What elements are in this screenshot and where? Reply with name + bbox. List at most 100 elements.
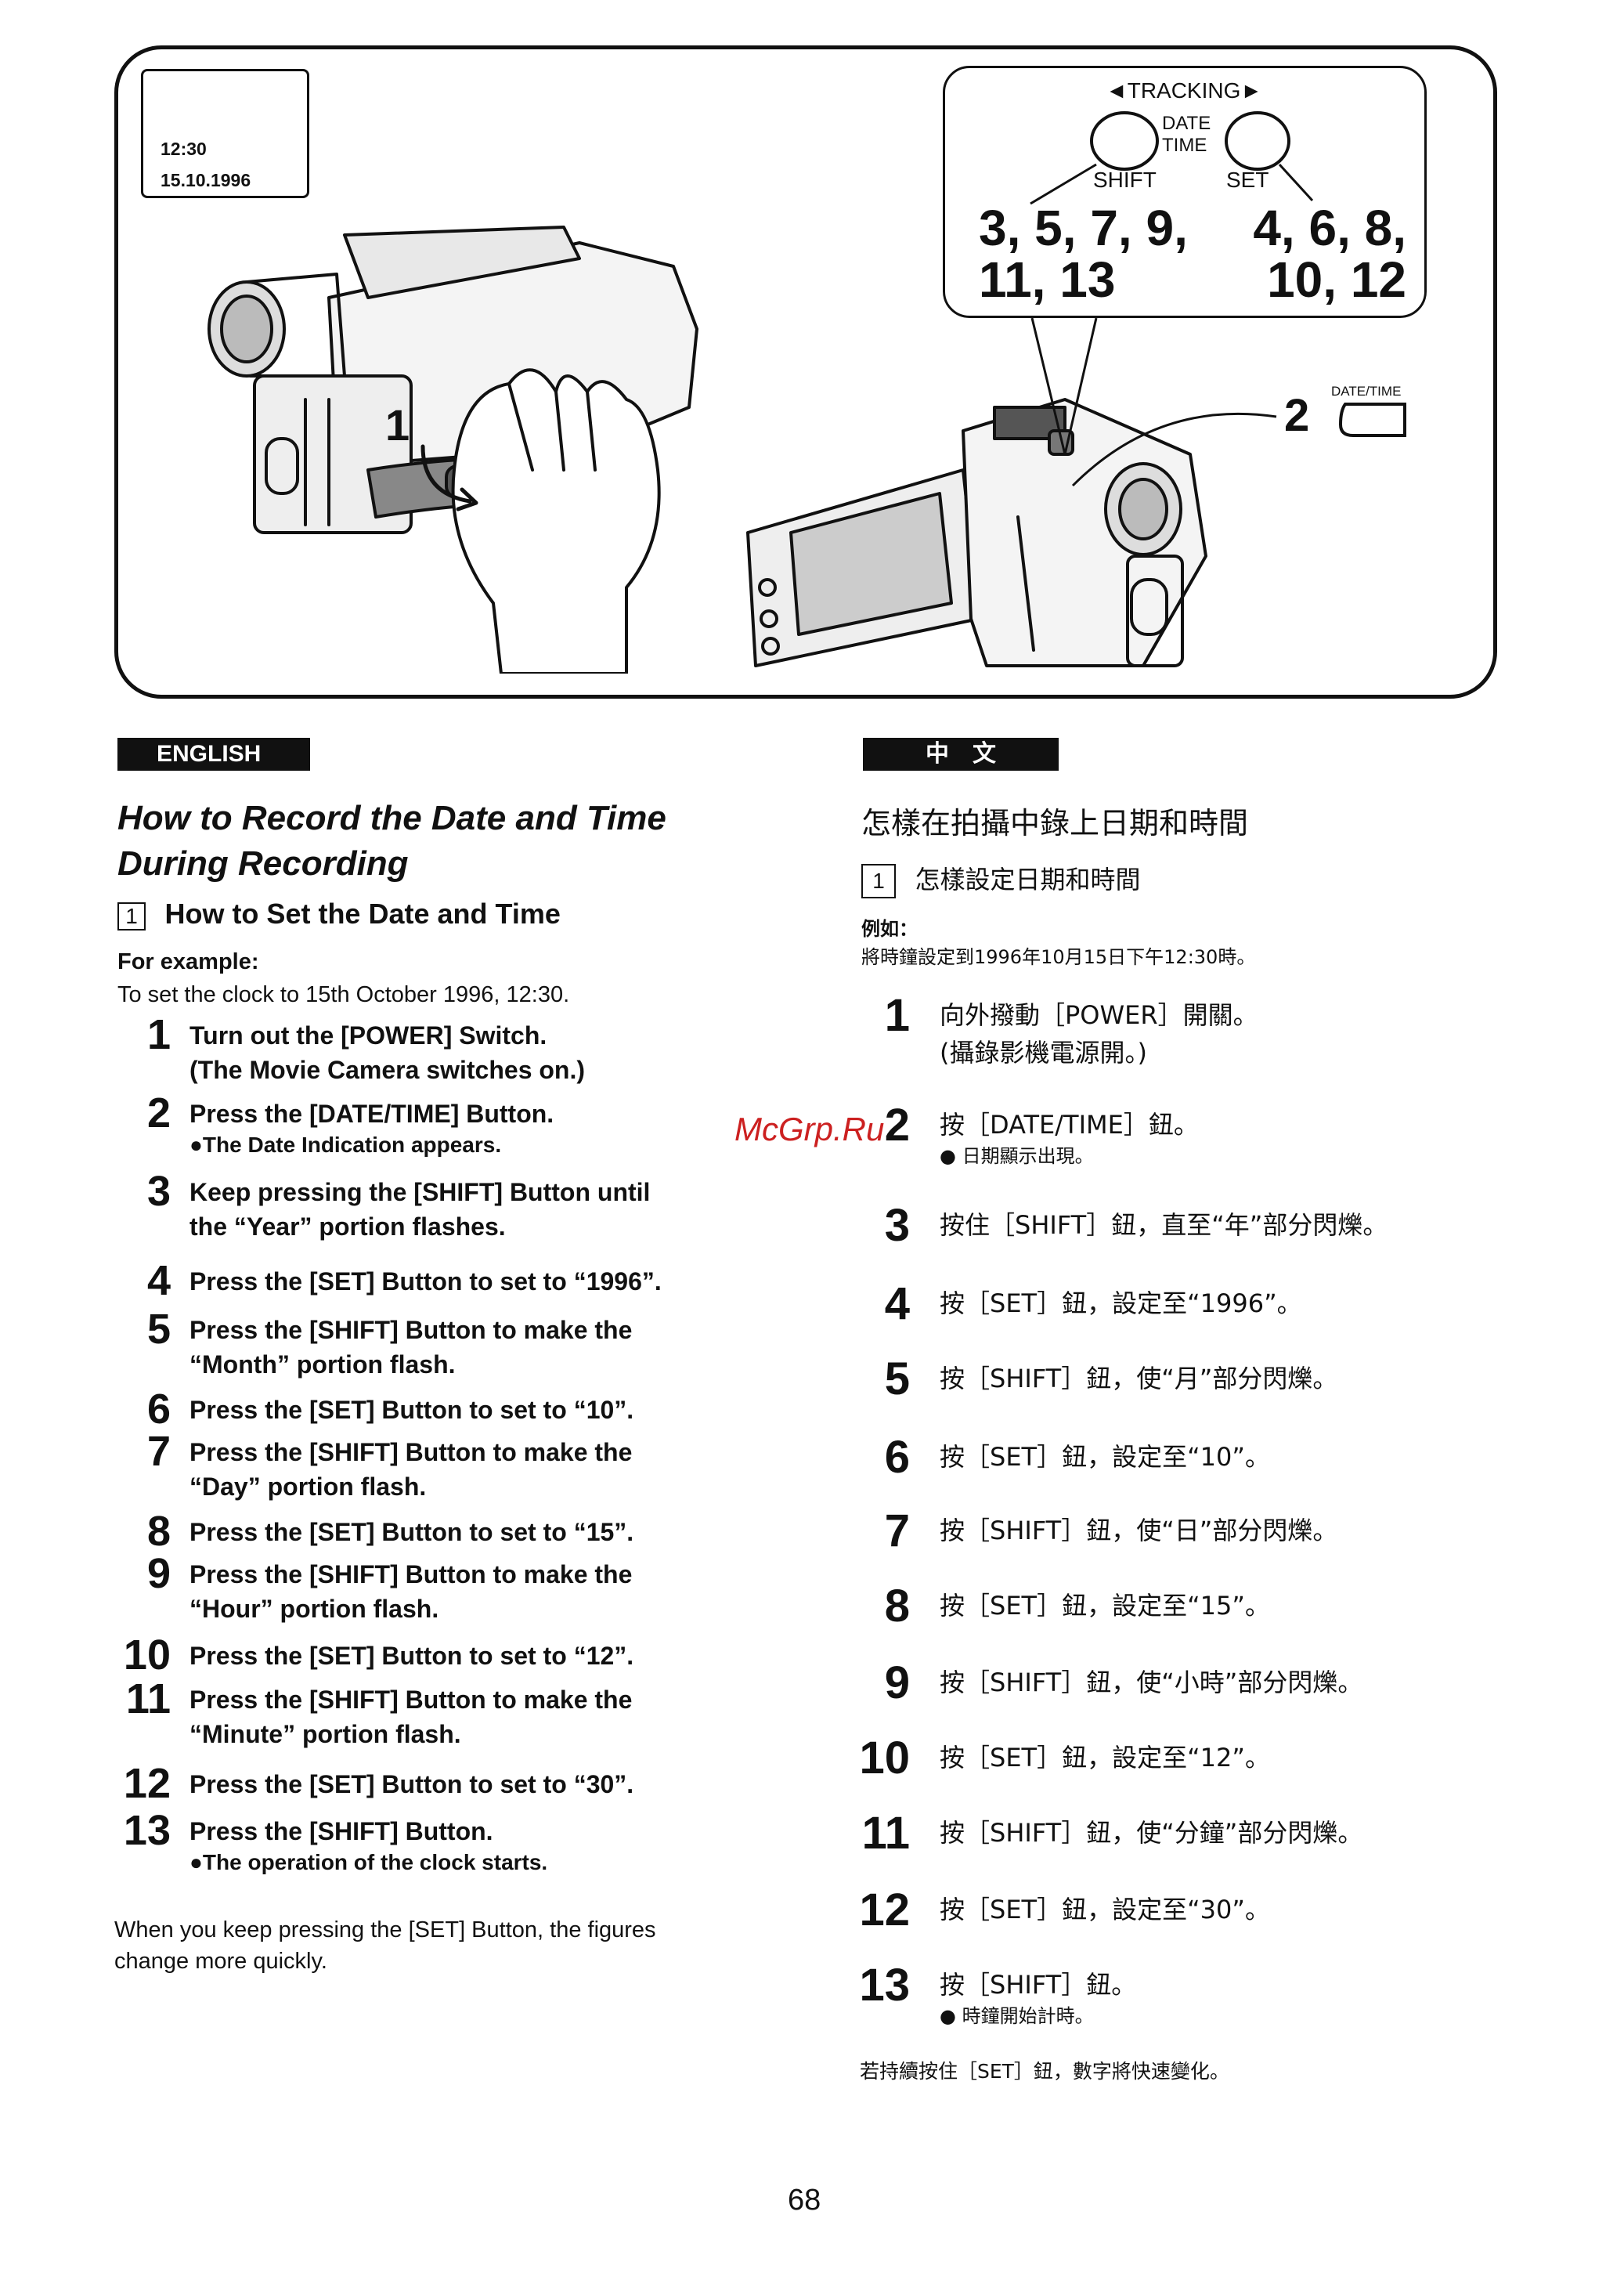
- english-step-number: 6: [146, 1386, 171, 1433]
- english-step-text: Press the [DATE/TIME] Button.●The Date I…: [189, 1097, 800, 1159]
- chinese-section-title: 怎樣設定日期和時間: [915, 865, 1141, 894]
- english-language-bar: ENGLISH: [117, 738, 310, 771]
- chinese-step-line: 按［SHIFT］鈕，使“月”部分閃爍。: [940, 1364, 1338, 1393]
- chinese-step-line: 按［SHIFT］鈕，使“小時”部分閃爍。: [940, 1668, 1363, 1697]
- english-step-text: Press the [SET] Button to set to “15”.: [189, 1515, 800, 1549]
- chinese-section-heading: 1 怎樣設定日期和時間: [861, 860, 1140, 898]
- english-section-number: 1: [117, 902, 146, 931]
- english-step-text: Press the [SHIFT] Button to make the “Min…: [189, 1682, 800, 1751]
- shift-label: SHIFT: [1093, 168, 1157, 192]
- chinese-step-text: 按［SET］鈕，設定至“10”。: [940, 1438, 1535, 1476]
- english-step-text: Press the [SET] Button to set to “10”.: [189, 1393, 800, 1427]
- display-time: 12:30: [161, 139, 207, 159]
- english-step-line: Press the [SHIFT] Button to make the: [189, 1316, 633, 1344]
- english-step-number: 9: [146, 1550, 171, 1597]
- chinese-step-number: 6: [884, 1432, 910, 1483]
- shift-step-numbers: 3, 5, 7, 9, 11, 13: [979, 200, 1188, 308]
- chinese-step-line: 按［SHIFT］鈕，使“日”部分閃爍。: [940, 1516, 1338, 1545]
- english-step-line: “Month” portion flash.: [189, 1350, 456, 1379]
- chinese-step-text: 按［SET］鈕，設定至“30”。: [940, 1891, 1535, 1928]
- set-button-icon: [1225, 111, 1290, 171]
- illustration-panel: [114, 45, 1497, 699]
- set-label: SET: [1226, 168, 1269, 192]
- set-step-numbers: 4, 6, 8, 10, 12: [1253, 200, 1406, 308]
- chinese-step-number: 11: [861, 1808, 910, 1859]
- chinese-step-text: 按［SHIFT］鈕，使“小時”部分閃爍。: [940, 1664, 1535, 1701]
- english-section-heading: 1 How to Set the Date and Time: [117, 898, 561, 931]
- camera-in-hand-illustration: [208, 226, 698, 674]
- english-step-text: Turn out the [POWER] Switch.(The Movie C…: [189, 1018, 800, 1087]
- chinese-step-number: 3: [884, 1200, 910, 1251]
- chinese-step-line: 按［SHIFT］鈕，使“分鐘”部分閃爍。: [940, 1818, 1363, 1848]
- chinese-step-note: ● 時鐘開始計時。: [940, 2005, 1094, 2027]
- chinese-step-text: 按住［SHIFT］鈕，直至“年”部分閃爍。: [940, 1206, 1535, 1244]
- english-step-line: Press the [SHIFT] Button to make the: [189, 1438, 633, 1466]
- english-step-number: 5: [146, 1306, 171, 1353]
- english-step-line: Press the [SHIFT] Button.: [189, 1817, 493, 1845]
- page-number: 68: [788, 2184, 821, 2217]
- english-step-note: ●The operation of the clock starts.: [189, 1850, 548, 1874]
- english-step-line: Press the [DATE/TIME] Button.: [189, 1100, 554, 1128]
- chinese-step-line: (攝錄影機電源開。): [940, 1038, 1147, 1068]
- chinese-step-text: 按［SHIFT］鈕，使“分鐘”部分閃爍。: [940, 1814, 1535, 1852]
- chinese-step-text: 按［SHIFT］鈕，使“日”部分閃爍。: [940, 1512, 1535, 1549]
- date-time-button-label: DATE/TIME: [1331, 384, 1402, 399]
- english-step-line: “Minute” portion flash.: [189, 1720, 461, 1748]
- chinese-step-text: 按［SHIFT］鈕。 ● 時鐘開始計時。: [940, 1966, 1535, 2029]
- english-step-number: 8: [146, 1508, 171, 1555]
- english-step-number: 12: [123, 1760, 171, 1807]
- chinese-step-line: 按［SET］鈕，設定至“15”。: [940, 1591, 1270, 1621]
- chinese-step-text: 按［SHIFT］鈕，使“月”部分閃爍。: [940, 1360, 1535, 1397]
- chinese-language-bar: 中 文: [863, 738, 1059, 771]
- watermark: McGrp.Ru: [734, 1111, 885, 1147]
- chinese-step-number: 12: [859, 1885, 910, 1935]
- date-time-display-inset: 12:30 15.10.1996: [141, 69, 309, 198]
- english-step-number: 4: [146, 1257, 171, 1304]
- english-step-line: Press the [SHIFT] Button to make the: [189, 1686, 633, 1714]
- english-step-text: Press the [SET] Button to set to “1996”.: [189, 1264, 800, 1299]
- chinese-step-text: 按［DATE/TIME］鈕。● 日期顯示出現。: [940, 1106, 1535, 1169]
- chinese-example-label: 例如：: [861, 918, 918, 940]
- chinese-step-line: 按［SHIFT］鈕。: [940, 1970, 1137, 2000]
- date-time-label: DATE TIME: [1162, 113, 1211, 156]
- camera-side-view-illustration: [746, 398, 1207, 667]
- english-step-line: “Day” portion flash.: [189, 1473, 427, 1501]
- chinese-step-text: 按［SET］鈕，設定至“12”。: [940, 1739, 1535, 1776]
- chinese-step-text: 按［SET］鈕，設定至“1996”。: [940, 1285, 1535, 1322]
- chinese-step-line: 按［SET］鈕，設定至“1996”。: [940, 1288, 1302, 1318]
- chinese-step-number: 5: [884, 1353, 910, 1404]
- chinese-step-text: 按［SET］鈕，設定至“15”。: [940, 1587, 1535, 1624]
- english-step-number: 7: [146, 1428, 171, 1475]
- english-step-text: Press the [SHIFT] Button to make the “Mon…: [189, 1313, 800, 1382]
- english-step-text: Press the [SHIFT] Button to make the“Hou…: [189, 1557, 800, 1626]
- shift-set-buttons: [1030, 111, 1314, 205]
- english-step-text: Keep pressing the [SHIFT] Button until th…: [189, 1175, 800, 1244]
- chinese-closing-note: 若持續按住［SET］鈕，數字將快速變化。: [860, 2060, 1229, 2083]
- english-step-line: Press the [SET] Button to set to “30”.: [189, 1770, 634, 1798]
- chinese-step-number: 7: [884, 1505, 910, 1556]
- english-step-number: 2: [146, 1090, 171, 1136]
- tracking-buttons-callout: [943, 66, 1427, 318]
- english-step-line: Keep pressing the [SHIFT] Button until: [189, 1178, 651, 1206]
- english-step-text: Press the [SET] Button to set to “30”.: [189, 1767, 800, 1801]
- chinese-step-line: 按［SET］鈕，設定至“30”。: [940, 1895, 1270, 1924]
- chinese-step-line: 按［SET］鈕，設定至“10”。: [940, 1442, 1270, 1472]
- english-step-line: Press the [SET] Button to set to “12”.: [189, 1642, 634, 1670]
- english-step-text: Press the [SHIFT] Button. ●The operation …: [189, 1814, 800, 1877]
- tracking-label: ◄TRACKING►: [1106, 78, 1263, 103]
- step-callout-1: 1: [385, 400, 410, 450]
- date-time-button-icon: [1338, 403, 1406, 437]
- english-step-line: Press the [SET] Button to set to “15”.: [189, 1518, 634, 1546]
- step-callout-2: 2: [1284, 390, 1310, 441]
- english-section-title: How to Set the Date and Time: [164, 898, 561, 930]
- chinese-step-line: 向外撥動［POWER］開關。: [940, 1000, 1258, 1030]
- chinese-step-number: 10: [859, 1733, 910, 1783]
- english-step-number: 1: [146, 1011, 171, 1058]
- leader-lines: [1018, 313, 1277, 487]
- english-step-line: Press the [SHIFT] Button to make the: [189, 1560, 633, 1588]
- chinese-step-number: 8: [884, 1581, 910, 1632]
- chinese-step-number: 2: [884, 1100, 910, 1151]
- english-step-line: the “Year” portion flashes.: [189, 1212, 506, 1241]
- english-step-number: 13: [123, 1807, 171, 1854]
- chinese-step-number: 1: [884, 990, 910, 1041]
